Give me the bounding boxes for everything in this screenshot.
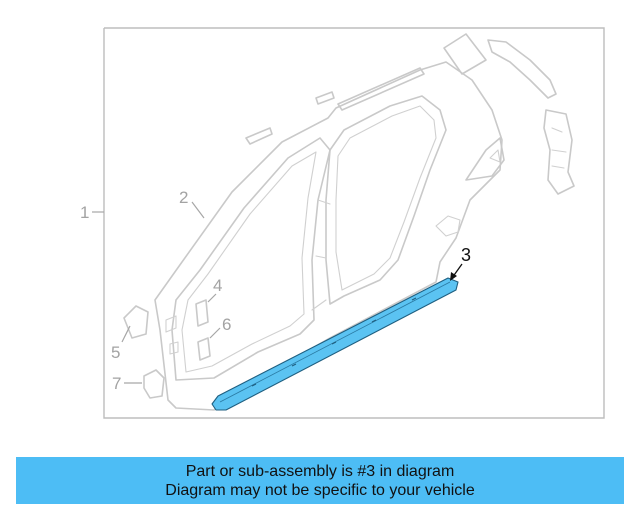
callout-2: 2 [179,188,188,207]
caption-banner: Part or sub-assembly is #3 in diagram Di… [16,457,624,504]
callout-7: 7 [112,374,121,393]
callout-3: 3 [461,245,471,265]
callout-6: 6 [222,315,231,334]
roof-bracket-parts [443,33,575,195]
leader-arrowhead-3 [450,272,457,281]
small-parts [123,299,211,399]
diagram-frame [103,27,605,419]
callout-5: 5 [111,343,120,362]
leader-line-6 [209,327,221,339]
leader-line-2 [191,201,205,219]
caption-line-2: Diagram may not be specific to your vehi… [165,482,475,499]
parts-diagram: 1 2 4 6 5 7 [80,27,605,419]
caption-line-1: Part or sub-assembly is #3 in diagram [185,463,455,480]
leader-line-5 [121,325,131,343]
callout-1: 1 [80,203,89,222]
body-side-panel [154,61,505,411]
callout-4: 4 [213,276,222,295]
rocker-molding-part-3[interactable] [211,277,459,411]
leader-line-4 [207,293,217,303]
